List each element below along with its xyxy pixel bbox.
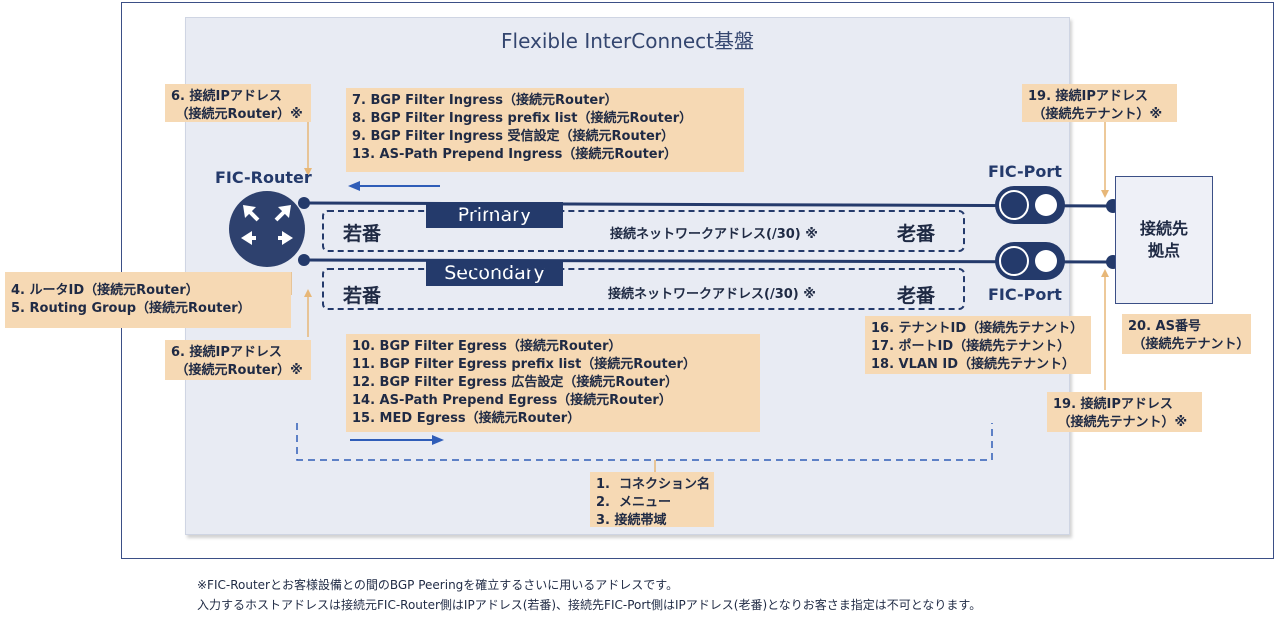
primary-high-address: 老番 (897, 223, 936, 245)
connection-bracket (296, 423, 993, 461)
ip-address-destination-top: 19. 接続IPアドレス （接続先テナント）※ (1022, 84, 1177, 122)
connection-settings: 1. コネクション名 2. メニュー 3. 接続帯域 (590, 472, 714, 528)
secondary-low-address: 若番 (343, 285, 382, 307)
router-label: FIC-Router (215, 168, 312, 187)
secondary-line-label: Secondary (426, 260, 563, 286)
footnote-1: ※FIC-Routerとお客様設備との間のBGP Peeringを確立するさいに… (197, 578, 679, 592)
ip-address-source-bottom: 6. 接続IPアドレス （接続元Router）※ (165, 340, 311, 380)
primary-network-address: 接続ネットワークアドレス(/30) ※ (610, 227, 818, 242)
as-number-settings: 20. AS番号 （接続先テナント） (1122, 314, 1251, 354)
fic-port-primary (995, 186, 1065, 224)
primary-line-label: Primary (426, 202, 563, 228)
ip-address-source-top: 6. 接続IPアドレス （接続元Router）※ (165, 84, 311, 122)
egress-settings: 10. BGP Filter Egress（接続元Router） 11. BGP… (346, 334, 760, 432)
footnote-2: 入力するホストアドレスは接続元FIC-Router側はIPアドレス(若番)、接続… (197, 598, 982, 612)
router-icon (229, 191, 305, 267)
destination-site: 接続先 拠点 (1115, 176, 1213, 304)
router-port-secondary (298, 254, 310, 266)
platform-title: Flexible InterConnect基盤 (501, 29, 754, 53)
ingress-settings: 7. BGP Filter Ingress（接続元Router） 8. BGP … (346, 88, 744, 172)
egress-direction-arrow (350, 435, 444, 445)
secondary-network-address: 接続ネットワークアドレス(/30) ※ (608, 287, 816, 302)
primary-address-box (322, 210, 965, 252)
fic-port-secondary (995, 242, 1065, 280)
ip-address-destination-bottom: 19. 接続IPアドレス （接続先テナント）※ (1047, 392, 1202, 432)
fic-port-label-bottom: FIC-Port (988, 285, 1062, 304)
primary-low-address: 若番 (343, 223, 382, 245)
arrowhead-ip-src-bottom (304, 289, 312, 297)
tenant-settings: 16. テナントID（接続先テナント） 17. ポートID（接続先テナント） 1… (865, 316, 1091, 374)
router-id-settings: 4. ルータID（接続元Router） 5. Routing Group（接続元… (5, 272, 291, 328)
arrowhead-ip-src-top (304, 168, 312, 176)
ingress-direction-arrow (348, 181, 440, 191)
arrowhead-ip-dst-top (1101, 190, 1109, 198)
secondary-address-box (322, 268, 965, 310)
secondary-high-address: 老番 (897, 285, 936, 307)
arrowhead-ip-dst-bottom (1101, 269, 1109, 277)
router-port-primary (298, 197, 310, 209)
fic-port-label-top: FIC-Port (988, 162, 1062, 181)
